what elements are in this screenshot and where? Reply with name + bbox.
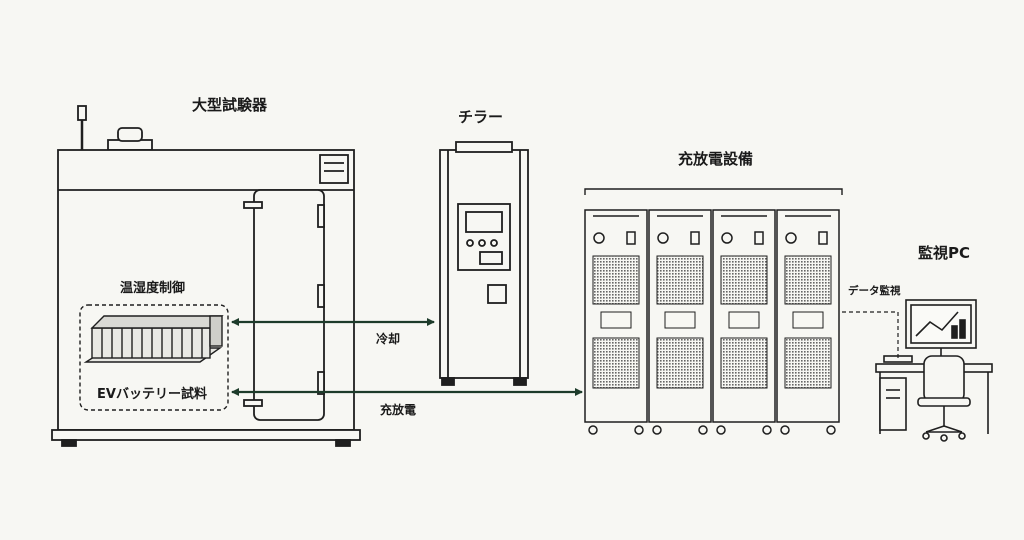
charger-switch-icon	[690, 231, 700, 245]
chair-seat	[917, 397, 971, 407]
charger-dial-icon	[785, 232, 797, 244]
chiller-unit	[439, 141, 529, 386]
charger-label-plate	[792, 311, 824, 329]
latch-1-icon	[317, 204, 325, 228]
pc-tower-icon	[879, 377, 907, 431]
charger-label-plate	[600, 311, 632, 329]
data-monitor-line	[842, 311, 899, 358]
caster-icon	[826, 425, 836, 435]
monitoring-pc	[875, 299, 993, 442]
charger-vent-upper	[592, 255, 640, 305]
charger-title: 充放電設備	[678, 150, 754, 168]
charger-bracket	[584, 188, 843, 195]
charger-unit-1	[584, 209, 648, 435]
hinge-bottom-icon	[243, 399, 263, 407]
charger-label-plate	[664, 311, 696, 329]
charger-switch-icon	[626, 231, 636, 245]
temp-control-zone	[79, 304, 229, 411]
roof-fan-icon	[117, 127, 143, 142]
charger-vent-lower	[592, 337, 640, 389]
pc-title: 監視PC	[918, 244, 971, 262]
signal-tower-lamp	[77, 105, 87, 121]
caster-icon	[716, 425, 726, 435]
charger-dial-icon	[721, 232, 733, 244]
charger-unit-4	[776, 209, 840, 435]
chiller-display	[465, 211, 503, 233]
battery-label: EVバッテリー試料	[97, 387, 207, 402]
caster-icon	[762, 425, 772, 435]
caster-icon	[588, 425, 598, 435]
caster-icon	[698, 425, 708, 435]
charger-switch-icon	[754, 231, 764, 245]
latch-2-icon	[317, 284, 325, 308]
caster-icon	[780, 425, 790, 435]
charger-vent-upper	[656, 255, 704, 305]
charger-switch-icon	[818, 231, 828, 245]
charger-vent-upper	[720, 255, 768, 305]
chamber-door	[253, 189, 325, 421]
chamber-base	[51, 429, 361, 441]
charger-label-plate	[728, 311, 760, 329]
charge-discharge-label: 充放電	[380, 403, 417, 417]
chair-back	[923, 355, 965, 403]
chiller-vent-icon	[487, 284, 507, 304]
temp-control-label: 温湿度制御	[120, 281, 186, 296]
charger-rack	[584, 209, 840, 435]
control-panel-icon	[319, 154, 349, 184]
chamber-title: 大型試験器	[192, 96, 268, 114]
charger-dial-icon	[593, 232, 605, 244]
latch-3-icon	[317, 371, 325, 395]
test-chamber	[51, 105, 361, 447]
charger-unit-2	[648, 209, 712, 435]
hinge-top-icon	[243, 201, 263, 209]
data-monitor-label: データ監視	[848, 285, 901, 297]
charger-vent-lower	[784, 337, 832, 389]
charger-vent-upper	[784, 255, 832, 305]
ev-battery-icon	[83, 315, 224, 363]
charger-vent-lower	[720, 337, 768, 389]
caster-icon	[652, 425, 662, 435]
charger-dial-icon	[657, 232, 669, 244]
cooling-label: 冷却	[376, 332, 401, 346]
caster-icon	[634, 425, 644, 435]
charger-unit-3	[712, 209, 776, 435]
chiller-keypad-icon	[479, 251, 503, 265]
monitor-chart-icon	[915, 311, 959, 337]
charger-vent-lower	[656, 337, 704, 389]
chiller-title: チラー	[458, 108, 504, 126]
